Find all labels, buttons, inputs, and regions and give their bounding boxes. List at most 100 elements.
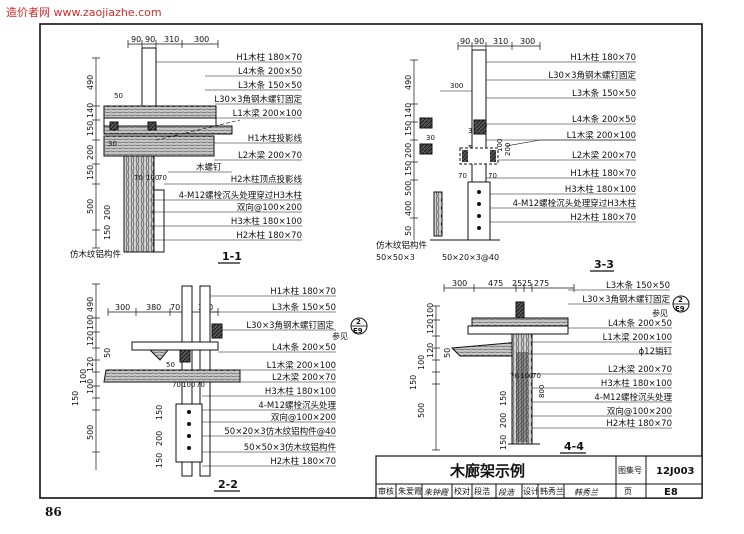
designer-name: 韩秀兰: [540, 486, 564, 496]
d22-small-dim-2: 70: [196, 381, 205, 389]
d22-left-dim-6: 100: [79, 369, 88, 384]
designer-signature: 韩秀兰: [574, 488, 599, 497]
title-block: [375, 455, 703, 499]
d11-label-11: H3木柱 180×100: [231, 216, 302, 227]
d11-column-h3: [123, 155, 155, 253]
d11-label-4: L1木梁 200×100: [233, 108, 302, 119]
d44-left-dim-8: 200: [499, 413, 508, 428]
detail-4-4: 300 475 25 25 275 100 120 50 120 150 100…: [409, 279, 690, 454]
d44-left-dim-4: 150: [409, 375, 418, 390]
page-label: 页: [624, 487, 632, 496]
d11-small-dim-0: 70: [134, 174, 143, 182]
d44-ref-bottom: E9: [675, 305, 685, 313]
d22-top-dim-0: 300: [115, 303, 130, 312]
d33-left-dim-5: 500: [404, 181, 413, 196]
page-no: E8: [664, 487, 678, 498]
d11-label-7: 木螺钉: [196, 162, 222, 173]
d22-left-dim-2: 120: [86, 331, 95, 346]
d44-left-dim-2: 50: [443, 348, 452, 358]
d22-small-dim-0: 70: [172, 381, 181, 389]
d33-label-3: L4木条 200×50: [572, 114, 636, 125]
d44-label-5: L2木梁 200×70: [608, 364, 672, 375]
d22-left-dim-1: 100: [86, 315, 95, 330]
watermark-text: 造价者网 www.zaojiazhe.com: [6, 6, 162, 19]
d22-label-3: L4木条 200×50: [272, 342, 336, 353]
d11-small-dim-1: 100: [146, 174, 159, 182]
sheet-frame: [39, 23, 703, 499]
d44-section-label: 4-4: [564, 440, 584, 453]
d11-top-dim-0: 90: [131, 35, 141, 44]
d33-left-dim-6: 400: [404, 201, 413, 216]
d44-left-dim-0: 100: [426, 303, 435, 318]
d22-left-dim-3: 50: [103, 348, 112, 358]
d44-label-6: H3木柱 180×100: [601, 378, 672, 389]
d33-top-dim-0: 90: [460, 37, 470, 46]
d22-label-8: 双向@100×200: [271, 412, 336, 423]
d33-left-dim-4: 150: [404, 161, 413, 176]
d33-small-dim-4: 70: [458, 172, 467, 180]
d44-label-7: 4-M12螺栓沉头处理: [594, 392, 672, 403]
d22-left-dim-8: 500: [86, 425, 95, 440]
detail-3-3: 90 90 310 300 490 140 150 200 150 500 40…: [376, 37, 636, 272]
d33-label-9: H2木柱 180×70: [570, 212, 636, 223]
d11-label-3: L30×3角钢木螺钉固定: [214, 94, 302, 105]
d11-top-dim-1: 90: [145, 35, 155, 44]
d33-small-dim-0: 300: [450, 82, 463, 90]
d22-left-dim-4: 120: [86, 357, 95, 372]
reviewer-signature: 朱钟霞: [424, 488, 449, 497]
d11-left-dim-0: 490: [86, 75, 95, 90]
d22-label-6: H3木柱 180×100: [265, 386, 336, 397]
d11-label-0: H1木柱 180×70: [236, 52, 302, 63]
d33-label-6: H1木柱 180×70: [570, 168, 636, 179]
d11-column-h2: [153, 189, 165, 253]
d22-left-dim-11: 150: [155, 405, 164, 420]
d11-small-dim-4: 30: [108, 140, 117, 148]
d44-label-1: L30×3角钢木螺钉固定: [582, 294, 670, 305]
atlas-no: 12J003: [656, 466, 695, 477]
d22-small-dim-1: 100: [182, 381, 195, 389]
d11-left-dim-2: 150: [86, 121, 95, 136]
d33-top-dim-3: 300: [520, 37, 535, 46]
d44-beam-l1: [450, 341, 521, 357]
d11-small-dim-3: 50: [114, 92, 123, 100]
d44-label-0: L3木条 150×50: [606, 280, 670, 291]
reviewer-name: 朱爱霞: [398, 486, 422, 496]
d44-label-2: L4木条 200×50: [608, 318, 672, 329]
d22-label-11: H2木柱 180×70: [270, 456, 336, 467]
d11-label-10: 双向@100×200: [237, 202, 302, 213]
d11-label-12: H2木柱 180×70: [236, 230, 302, 241]
review-label: 审核: [378, 486, 394, 496]
d22-batten-l3: [131, 341, 219, 351]
d33-small-dim-8: 200: [504, 143, 512, 156]
d11-label-1: L4木条 200×50: [238, 66, 302, 77]
d44-top-dim-1: 475: [488, 279, 503, 288]
d22-section-label: 2-2: [218, 478, 238, 491]
d22-label-1: L3木条 150×50: [272, 302, 336, 313]
d22-top-dim-2: 70: [170, 303, 180, 312]
d22-label-0: H1木柱 180×70: [270, 286, 336, 297]
d22-left-dim-5: 150: [71, 391, 80, 406]
d44-batten-l4: [467, 325, 569, 335]
d11-top-dim-3: 300: [194, 35, 209, 44]
d22-left-dim-0: 490: [86, 297, 95, 312]
d11-label-5: H1木柱投影线: [248, 133, 303, 144]
detail-1-1: 90 90 310 300 490 140 150 200 150 500 15…: [70, 35, 303, 264]
checker-signature: 段浩: [498, 488, 515, 497]
d11-left-dim-1: 140: [86, 103, 95, 118]
checker-name: 段浩: [474, 486, 490, 496]
d44-small-dim-2: 70: [532, 372, 541, 380]
d11-bottom-note: 仿木纹铝构件: [70, 249, 122, 260]
d11-label-2: L3木条 150×50: [238, 80, 302, 91]
d44-label-8: 双向@100×200: [607, 406, 672, 417]
d44-top-dim-0: 300: [452, 279, 467, 288]
d33-bottom-note-2: 50×20×3@40: [442, 253, 499, 262]
d11-left-dimension: [92, 57, 100, 249]
d44-small-dim-0: 70: [510, 372, 519, 380]
d33-left-dim-1: 140: [404, 103, 413, 118]
d33-section-label: 3-3: [594, 258, 614, 271]
d22-label-2: L30×3角钢木螺钉固定: [246, 320, 334, 331]
d33-label-0: H1木柱 180×70: [570, 52, 636, 63]
d11-beam-l2: [103, 135, 215, 157]
d33-small-dim-7: 100: [496, 139, 504, 152]
d22-ref-see: 参见: [332, 331, 348, 341]
